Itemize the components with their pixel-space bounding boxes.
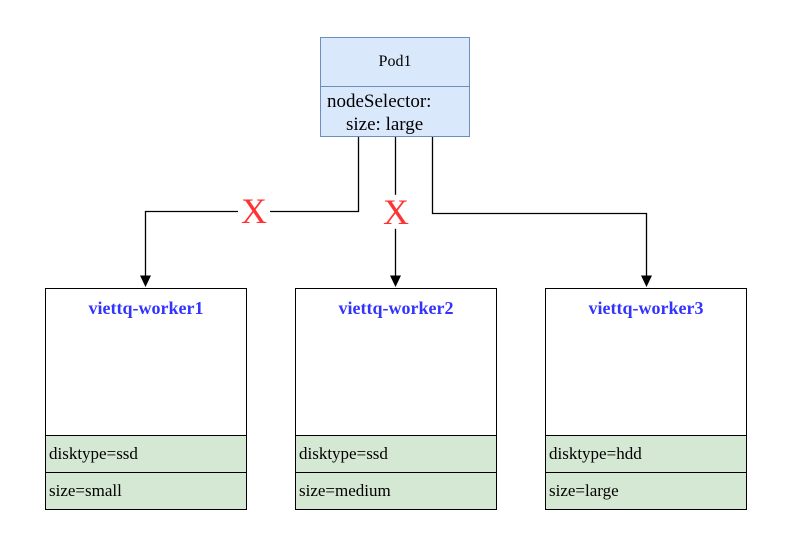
worker-node-3: viettq-worker3 disktype=hdd size=large [545,288,747,510]
pod-node: Pod1 nodeSelector: size: large [320,37,470,137]
arrowhead-worker1 [140,275,151,287]
blocked-x-mark-worker1: X [238,193,270,229]
pod-selector-key: nodeSelector: [327,91,432,112]
worker-1-name: viettq-worker1 [88,298,204,318]
worker-node-1: viettq-worker1 disktype=ssd size=small [45,288,247,510]
worker-2-label-disktype: disktype=ssd [296,435,496,472]
worker-3-body [546,319,746,435]
pod-node-selector: nodeSelector: size: large [321,87,469,136]
connector-pod-worker3 [431,137,648,276]
pod-title: Pod1 [321,38,469,87]
arrowhead-worker2 [390,275,401,287]
arrowhead-worker3 [641,275,652,287]
worker-2-name: viettq-worker2 [338,298,454,318]
worker-1-label-disktype: disktype=ssd [46,435,246,472]
worker-1-body [46,319,246,435]
worker-1-label-size: size=small [46,472,246,509]
worker-2-label-size: size=medium [296,472,496,509]
worker-3-label-disktype: disktype=hdd [546,435,746,472]
worker-3-label-size: size=large [546,472,746,509]
pod-selector-value: size: large [346,114,424,135]
worker-node-2: viettq-worker2 disktype=ssd size=medium [295,288,497,510]
blocked-x-mark-worker2: X [380,194,412,230]
worker-2-body [296,319,496,435]
worker-3-name: viettq-worker3 [588,298,704,318]
